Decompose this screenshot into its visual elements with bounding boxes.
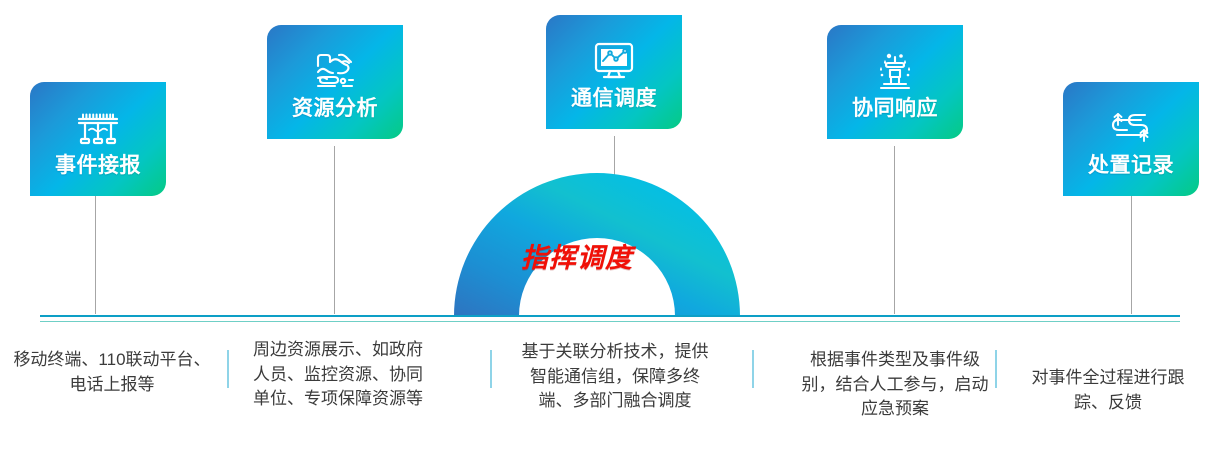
sprinkler-icon xyxy=(869,46,921,96)
stem-connector-5 xyxy=(1131,196,1132,314)
step-card-resource-analysis[interactable]: 资源分析 xyxy=(267,25,403,139)
caption-incident-report: 移动终端、110联动平台、电话上报等 xyxy=(13,350,211,394)
arch-label: 指挥调度 xyxy=(521,243,633,273)
stem-connector-2 xyxy=(334,146,335,314)
step-card-incident-report[interactable]: 事件接报 xyxy=(30,82,166,196)
step-card-collaborative-response[interactable]: 协同响应 xyxy=(827,25,963,139)
monitor-chart-icon xyxy=(588,36,640,86)
caption-separator-2 xyxy=(490,350,492,388)
step-card-disposal-record[interactable]: 处置记录 xyxy=(1063,82,1199,196)
stem-connector-4 xyxy=(894,146,895,314)
step-card-label: 处置记录 xyxy=(1088,153,1174,177)
step-card-label: 协同响应 xyxy=(852,96,938,120)
caption-resource-analysis: 周边资源展示、如政府人员、监控资源、协同单位、专项保障资源等 xyxy=(253,340,423,409)
step-card-label: 资源分析 xyxy=(292,96,378,120)
stem-connector-1 xyxy=(95,196,96,314)
baseline-rule-secondary xyxy=(40,321,1180,322)
baseline-rule-primary xyxy=(40,315,1180,317)
central-arch xyxy=(454,173,740,316)
stem-connector-3 xyxy=(614,136,615,208)
bridge-icon xyxy=(72,103,124,153)
winding-road-icon xyxy=(1105,103,1157,153)
caption-communication-dispatch: 基于关联分析技术，提供智能通信组，保障多终端、多部门融合调度 xyxy=(521,342,709,411)
caption-collaborative-response: 根据事件类型及事件级别，结合人工参与，启动应急预案 xyxy=(801,350,989,419)
caption-separator-4 xyxy=(995,350,997,388)
caption-separator-3 xyxy=(752,350,754,388)
caption-disposal-record: 对事件全过程进行跟踪、反馈 xyxy=(1031,368,1185,412)
step-card-label: 事件接报 xyxy=(55,153,141,177)
caption-separator-1 xyxy=(227,350,229,388)
step-card-communication-dispatch[interactable]: 通信调度 xyxy=(546,15,682,129)
step-card-label: 通信调度 xyxy=(571,86,657,110)
map-terrain-icon xyxy=(309,46,361,96)
